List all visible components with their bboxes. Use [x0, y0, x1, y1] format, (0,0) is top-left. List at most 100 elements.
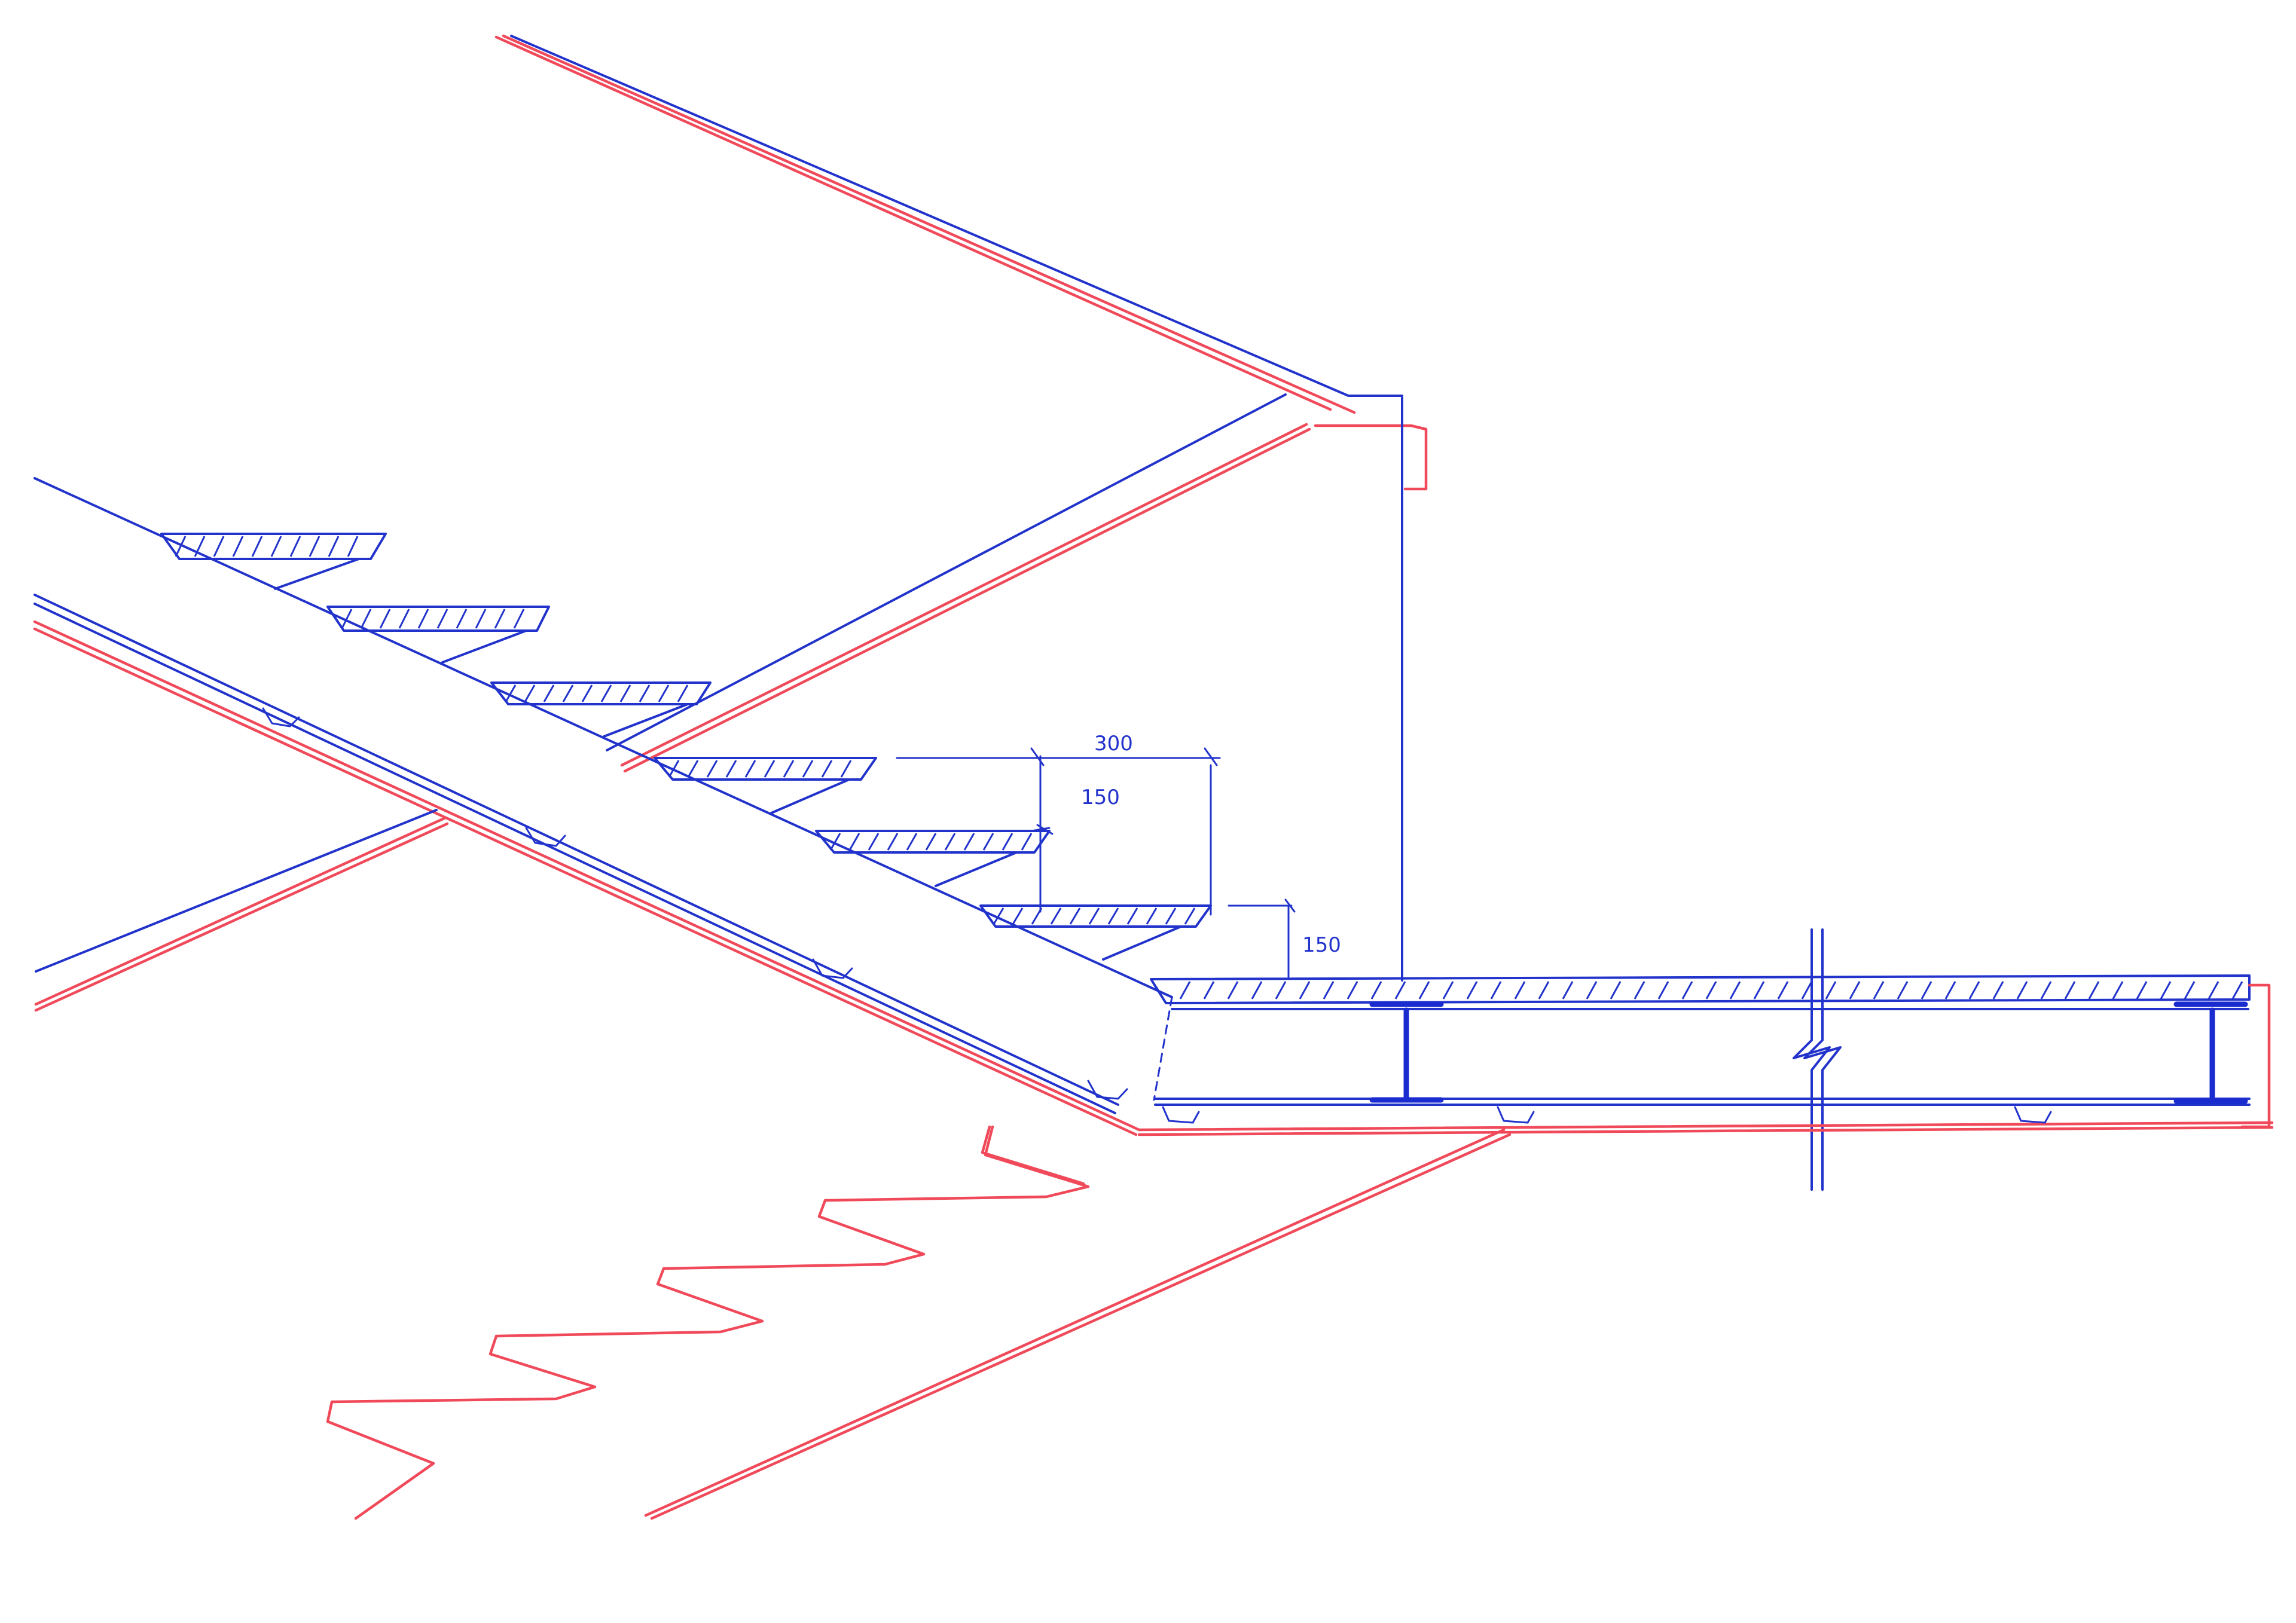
hatch-stroke: [1203, 981, 1215, 1000]
hatch-stroke: [2136, 981, 2148, 1000]
hatch-stroke: [513, 609, 525, 629]
hatch-stroke: [309, 536, 320, 557]
hatch-stroke: [1657, 981, 1669, 1000]
hatch-stroke: [213, 536, 225, 557]
hatch-stroke: [175, 536, 187, 557]
hatch-stroke: [2184, 981, 2196, 1000]
hatch-stroke: [1610, 981, 1622, 1000]
hatch-stroke: [1801, 981, 1813, 1000]
hatch-stroke: [1184, 907, 1196, 925]
steel-beam-mid: [1369, 1001, 1444, 1103]
hatch-stroke: [2112, 981, 2124, 1000]
tread-step: [490, 681, 712, 738]
hatch-stroke: [887, 833, 899, 851]
hatch-stroke: [1179, 981, 1191, 1000]
hatch-stroke: [1126, 907, 1138, 925]
hatch-stroke: [581, 684, 593, 702]
hatch-stroke: [1021, 833, 1033, 851]
hatch-stroke: [456, 609, 468, 629]
hatch-stroke: [1921, 981, 1932, 1000]
hatch-stroke: [2088, 981, 2100, 1000]
hatch-stroke: [1705, 981, 1717, 1000]
hatch-stroke: [360, 609, 372, 629]
landing-hatching: [1179, 981, 2243, 1000]
hatch-stroke: [1634, 981, 1645, 1000]
hatch-stroke: [868, 833, 880, 851]
hatch-stroke: [2016, 981, 2028, 1000]
hatch-stroke: [1275, 981, 1287, 1000]
hatch-stroke: [1514, 981, 1526, 1000]
hatch-stroke: [232, 536, 244, 557]
hatch-stroke: [1227, 981, 1239, 1000]
hatch-stroke: [505, 684, 517, 702]
hatch-stroke: [524, 684, 536, 702]
hatch-stroke: [600, 684, 612, 702]
stair-stringer: [33, 477, 1173, 1136]
hatch-stroke: [1873, 981, 1885, 1000]
hatch-stroke: [379, 609, 391, 629]
upper-ceiling-lines: [494, 34, 1428, 773]
hatch-stroke: [328, 536, 340, 557]
hatch-stroke: [725, 760, 737, 778]
hatch-stroke: [668, 760, 680, 778]
hatch-stroke: [1825, 981, 1837, 1000]
dimension-riser-height: 150: [1081, 785, 1120, 809]
tread-hatching: [175, 536, 1196, 925]
hatch-stroke: [398, 609, 410, 629]
hatch-stroke: [1586, 981, 1598, 1000]
hatch-stroke: [1442, 981, 1454, 1000]
hatch-stroke: [270, 536, 282, 557]
hatch-stroke: [1968, 981, 1980, 1000]
hatch-stroke: [341, 609, 353, 629]
hatch-stroke: [251, 536, 263, 557]
hatch-stroke: [802, 760, 814, 778]
hatch-stroke: [2040, 981, 2052, 1000]
hatch-stroke: [982, 833, 994, 851]
hatch-stroke: [1069, 907, 1081, 925]
hatch-stroke: [1562, 981, 1574, 1000]
hatch-stroke: [1107, 907, 1119, 925]
hatch-stroke: [821, 760, 833, 778]
dimension-tread-depth: 300: [1094, 732, 1133, 756]
hatch-stroke: [829, 833, 841, 851]
hatch-stroke: [289, 536, 301, 557]
landing-slab: [1150, 974, 2251, 1106]
hatch-stroke: [543, 684, 555, 702]
lower-left-slab-lines: [34, 809, 449, 1012]
hatch-stroke: [1012, 907, 1024, 925]
stair-treads: [160, 533, 1212, 961]
hatch-stroke: [1753, 981, 1765, 1000]
hatch-stroke: [1538, 981, 1550, 1000]
hatch-stroke: [1992, 981, 2004, 1000]
hatch-stroke: [906, 833, 918, 851]
hatch-stroke: [1323, 981, 1335, 1000]
hatch-stroke: [925, 833, 937, 851]
tread-step: [815, 830, 1051, 887]
hatch-stroke: [1088, 907, 1100, 925]
hatch-stroke: [993, 907, 1004, 925]
hatch-stroke: [1165, 907, 1177, 925]
hatch-stroke: [658, 684, 670, 702]
hatch-stroke: [1681, 981, 1693, 1000]
hatch-stroke: [1849, 981, 1861, 1000]
hatch-stroke: [494, 609, 506, 629]
hatch-stroke: [1418, 981, 1430, 1000]
break-line: [1793, 928, 1842, 1191]
hatch-stroke: [2231, 981, 2243, 1000]
tread-step: [160, 533, 387, 590]
hatch-stroke: [1050, 907, 1062, 925]
hatch-stroke: [783, 760, 795, 778]
landing-hangers: [1162, 1106, 2052, 1124]
hatch-stroke: [677, 684, 689, 702]
hatch-stroke: [1002, 833, 1013, 851]
hatch-stroke: [639, 684, 651, 702]
tread-step: [326, 606, 550, 664]
hatch-stroke: [687, 760, 699, 778]
dimension-lines: [896, 747, 1296, 980]
hatch-stroke: [1251, 981, 1263, 1000]
hatch-stroke: [475, 609, 487, 629]
hatch-stroke: [848, 833, 860, 851]
hatch-stroke: [2064, 981, 2076, 1000]
tread-step: [979, 904, 1212, 961]
